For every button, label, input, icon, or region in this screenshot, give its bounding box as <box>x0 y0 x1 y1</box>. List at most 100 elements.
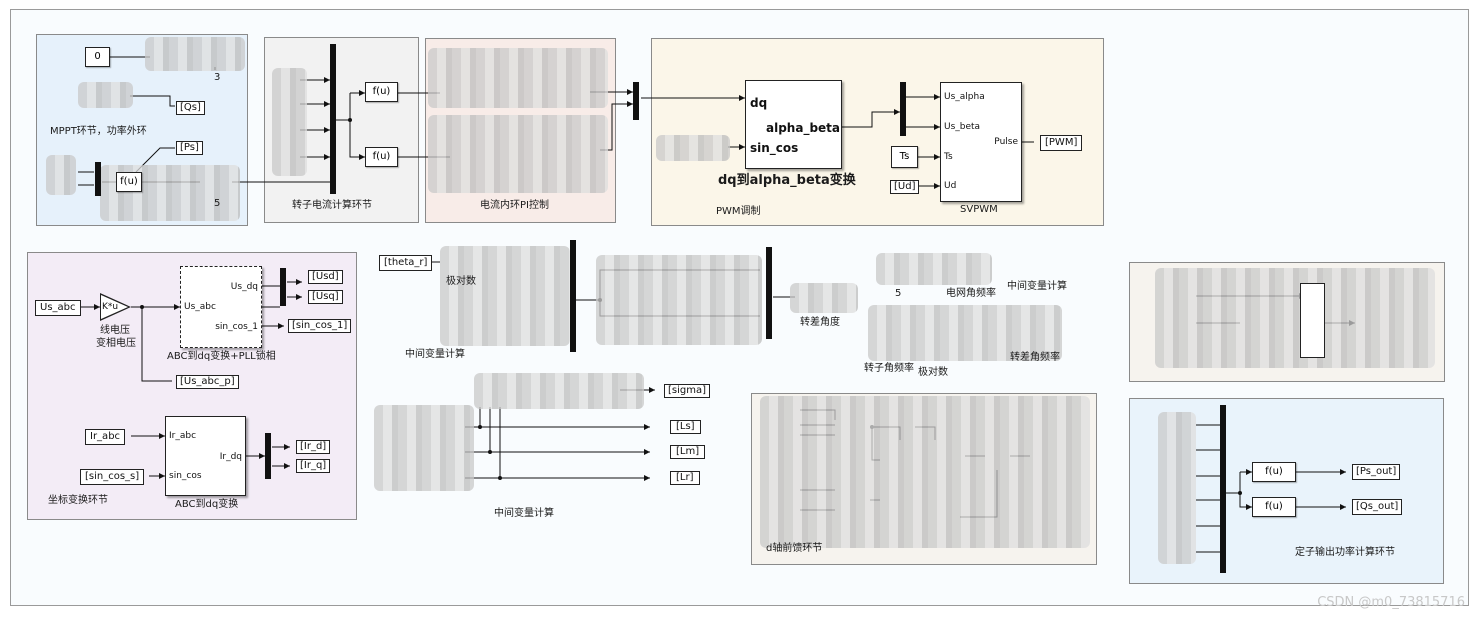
port-sin-cos: sin_cos <box>750 141 799 155</box>
pole-pairs-label: 极对数 <box>446 276 476 287</box>
obscured-region <box>876 253 992 285</box>
mux-mid-1[interactable] <box>570 240 576 352</box>
goto-usq[interactable]: [Usq] <box>308 290 343 304</box>
port-sin-cos-1: sin_cos_1 <box>215 322 258 332</box>
goto-ps-out[interactable]: [Ps_out] <box>1352 464 1401 480</box>
dq-to-alpha-beta-title: dq到alpha_beta变换 <box>718 173 856 188</box>
area-mid-calc-1-label: 中间变量计算 <box>405 349 465 360</box>
mux-pwm[interactable] <box>900 82 906 136</box>
grid-freq-label: 电网角频率 <box>946 288 996 299</box>
gain-block-inner <box>101 295 128 319</box>
watermark: CSDN @m0_73815716 <box>1317 595 1465 610</box>
abc-to-dq-block[interactable]: Ir_abc Ir_dq sin_cos <box>165 416 246 496</box>
mux-rotor-current[interactable] <box>330 44 336 194</box>
from-ud[interactable]: [Ud] <box>890 180 920 194</box>
abc-to-dq-title: ABC到dq变换 <box>175 499 239 510</box>
goto-ps[interactable]: [Ps] <box>176 141 203 155</box>
port-us-beta: Us_beta <box>944 122 981 132</box>
goto-usd[interactable]: [Usd] <box>308 270 343 284</box>
abc-to-dq-pll-block[interactable]: Us_abc Us_dq sin_cos_1 <box>180 266 262 348</box>
obscured-region <box>868 305 1062 361</box>
from-us-abc[interactable]: Us_abc <box>35 300 81 316</box>
port-ir-abc: Ir_abc <box>169 431 197 441</box>
goto-qs[interactable]: [Qs] <box>176 101 205 115</box>
mux-us-dq[interactable] <box>280 268 286 306</box>
goto-qs-out[interactable]: [Qs_out] <box>1352 499 1403 515</box>
obscured-region <box>145 37 245 71</box>
obscured-region <box>440 246 570 346</box>
obscured-region <box>790 283 858 313</box>
port-ir-dq: Ir_dq <box>219 452 242 462</box>
area-current-pi-label: 电流内环PI控制 <box>480 200 549 211</box>
svpwm-block[interactable]: Us_alpha Us_beta Ts Ud Pulse <box>940 82 1022 202</box>
gain-label: K*u <box>102 302 119 312</box>
abc-to-dq-pll-title: ABC到dq变换+PLL锁相 <box>167 351 276 362</box>
mux-stator[interactable] <box>1220 405 1226 573</box>
area-mid-calc-3-label: 中间变量计算 <box>494 508 554 519</box>
from-ir-abc[interactable]: Ir_abc <box>85 429 126 445</box>
goto-pwm[interactable]: [PWM] <box>1040 135 1083 151</box>
obscured-region <box>760 396 1090 548</box>
gain-caption-1: 线电压 <box>100 325 130 336</box>
port-us-dq: Us_dq <box>230 282 258 292</box>
obscured-region <box>428 48 608 108</box>
goto-sin-cos-1[interactable]: [sin_cos_1] <box>288 319 352 333</box>
area-pwm <box>651 38 1104 226</box>
goto-ir-d[interactable]: [Ir_d] <box>296 440 331 454</box>
obscured-region <box>46 155 76 195</box>
port-alpha-beta: alpha_beta <box>766 121 841 135</box>
port-us-abc: Us_abc <box>184 302 216 312</box>
port-us-alpha: Us_alpha <box>944 92 985 102</box>
port-dq: dq <box>750 96 768 110</box>
mux-ir-dq[interactable] <box>265 433 271 479</box>
mux-pi[interactable] <box>633 82 639 120</box>
port-ts: Ts <box>944 152 953 162</box>
obscured-region <box>596 255 762 345</box>
area-coord-label: 坐标变换环节 <box>48 495 108 506</box>
mux-mppt[interactable] <box>95 162 101 196</box>
obscured-region <box>1158 412 1196 564</box>
goto-lr[interactable]: [Lr] <box>670 471 700 485</box>
fu-block-mppt[interactable]: f(u) <box>116 172 142 192</box>
goto-us-abc-p[interactable]: [Us_abc_p] <box>176 375 239 389</box>
area-stator-power-label: 定子输出功率计算环节 <box>1295 547 1395 558</box>
fu-block-qs[interactable]: f(u) <box>1252 497 1296 517</box>
area-pwm-label: PWM调制 <box>716 206 761 217</box>
area-d-feed-label: d轴前馈环节 <box>766 543 823 554</box>
area-rotor-current-label: 转子电流计算环节 <box>292 200 372 211</box>
goto-ls[interactable]: [Ls] <box>670 420 701 434</box>
obscured-region <box>1155 268 1435 368</box>
obscured-region <box>474 373 644 409</box>
label-5b: 5 <box>895 288 902 299</box>
dq-to-alpha-beta-block[interactable]: dq alpha_beta sin_cos <box>745 80 842 169</box>
fu-block-ps[interactable]: f(u) <box>1252 462 1296 482</box>
area-mid-calc-2-label: 中间变量计算 <box>1007 281 1067 292</box>
goto-sigma[interactable]: [sigma] <box>664 384 711 398</box>
slip-freq-label: 转差角频率 <box>1010 352 1060 363</box>
pole-pairs-2-label: 极对数 <box>918 367 948 378</box>
ts-block[interactable]: Ts <box>891 146 918 168</box>
mux-mid-2[interactable] <box>766 247 772 339</box>
gain-caption-2: 变相电压 <box>96 338 136 349</box>
obscured-region <box>428 115 608 193</box>
port-pulse: Pulse <box>994 137 1018 147</box>
obscured-region <box>374 405 474 491</box>
mux-right-top[interactable] <box>1300 283 1325 358</box>
fu-block-rotor-2[interactable]: f(u) <box>365 147 398 167</box>
port-sin-cos-in: sin_cos <box>169 471 202 481</box>
obscured-region <box>656 135 730 161</box>
svpwm-title: SVPWM <box>960 204 998 215</box>
goto-lm[interactable]: [Lm] <box>670 445 706 459</box>
label-5a: 5 <box>214 198 221 209</box>
port-ud: Ud <box>944 181 957 191</box>
area-mppt-label: MPPT环节，功率外环 <box>50 126 147 137</box>
rotor-freq-label: 转子角频率 <box>864 363 914 374</box>
constant-zero-block[interactable]: 0 <box>85 47 110 67</box>
obscured-region <box>272 68 307 176</box>
goto-ir-q[interactable]: [Ir_q] <box>296 459 331 473</box>
obscured-region <box>78 82 133 108</box>
fu-block-rotor-1[interactable]: f(u) <box>365 82 398 102</box>
from-theta-r[interactable]: [theta_r] <box>379 255 433 271</box>
label-3: 3 <box>214 72 221 83</box>
from-sin-cos-s[interactable]: [sin_cos_s] <box>80 469 145 485</box>
